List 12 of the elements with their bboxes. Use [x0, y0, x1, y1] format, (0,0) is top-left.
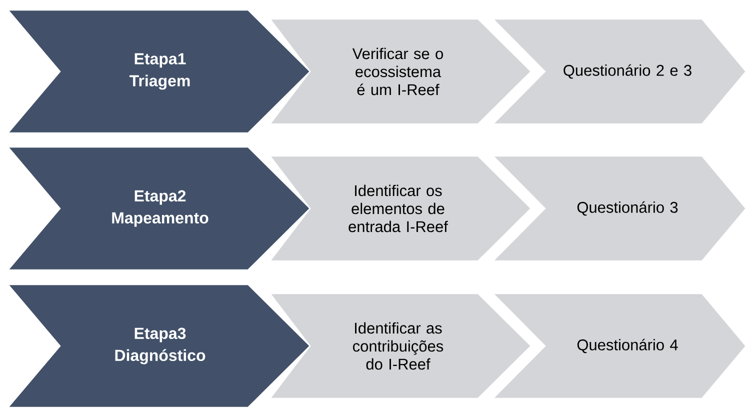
node-label: Questionário 2 e 3: [564, 64, 692, 79]
node-label: Questionário 4: [577, 338, 678, 354]
output-box: Questionário 3: [492, 155, 746, 262]
task-box: Verificar se o ecossistema é um I-Reef: [268, 18, 532, 125]
stage-box: Etapa3 Diagnóstico: [6, 284, 311, 408]
task-box: Identificar as contribuições do I-Reef: [268, 292, 532, 400]
node-label: Questionário 3: [577, 201, 678, 216]
output-box: Questionário 4: [492, 292, 746, 400]
task-box: Identificar os elementos de entrada I-Reef: [268, 155, 532, 262]
output-box: Questionário 2 e 3: [492, 18, 746, 125]
stage-box: Etapa1 Triagem: [6, 9, 311, 134]
stage-box: Etapa2 Mapeamento: [6, 146, 311, 271]
